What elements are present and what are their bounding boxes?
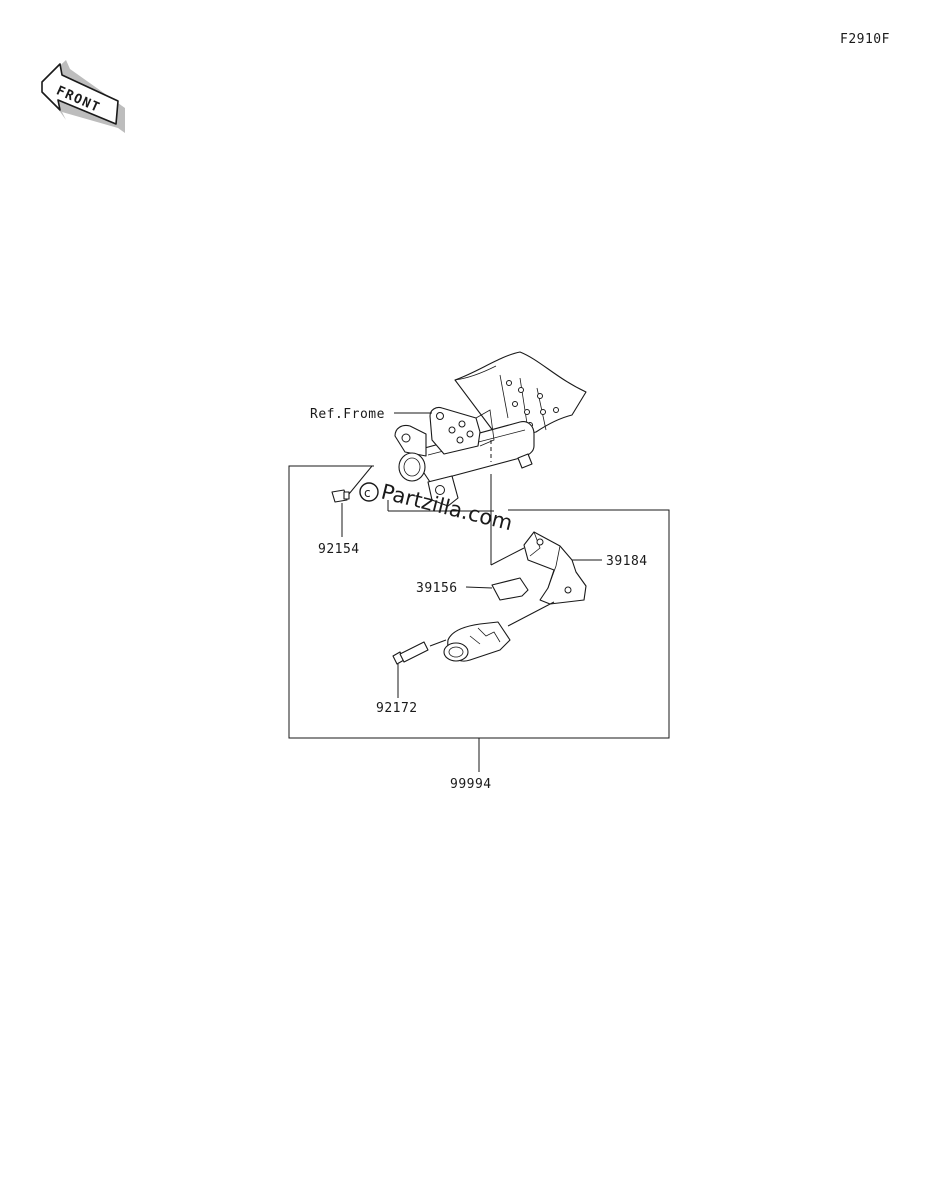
bolt-92154: [331, 465, 373, 537]
part-label-99994: 99994: [450, 777, 492, 792]
reference-frame: [394, 351, 587, 507]
part-label-39156: 39156: [416, 581, 458, 596]
part-label-39184: 39184: [606, 554, 648, 569]
part-label-92172: 92172: [376, 701, 418, 716]
svg-text:c: c: [364, 486, 371, 500]
kit-outline-99994: [288, 465, 670, 772]
part-label-92154: 92154: [318, 542, 360, 557]
ref-frame-label: Ref.Frome: [310, 407, 385, 422]
peg-holder: [443, 601, 555, 662]
bracket-39184: [523, 531, 602, 605]
pad-39156: [465, 577, 529, 601]
front-direction-arrow-icon: FRONT: [41, 60, 125, 133]
bolt-92172: [392, 639, 447, 698]
alignment-lines: [387, 440, 525, 566]
figure-code: F2910F: [840, 32, 890, 47]
